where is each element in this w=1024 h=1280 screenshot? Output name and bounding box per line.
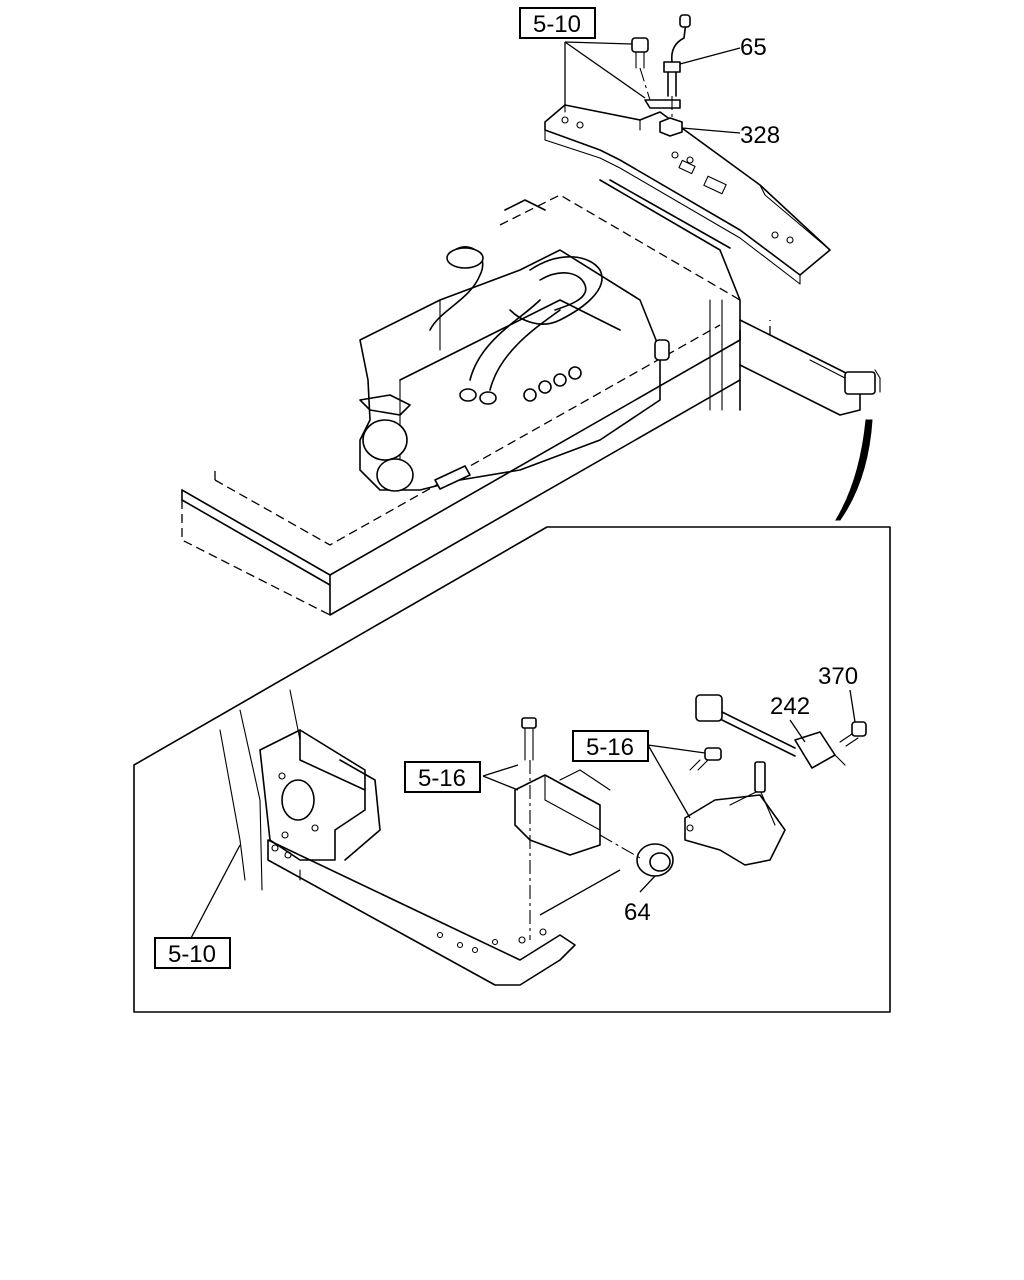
callout-leaders — [189, 41, 856, 941]
detail-leader-curve — [835, 419, 873, 521]
ref-label-top: 5-10 — [533, 11, 581, 38]
ref-label-mid-right: 5-16 — [586, 734, 634, 761]
callout-328: 328 — [740, 122, 780, 149]
callout-242: 242 — [770, 693, 810, 720]
ref-box-bottom-left — [154, 937, 231, 969]
ref-box-mid-right — [572, 730, 649, 762]
ref-label-mid-left: 5-16 — [418, 765, 466, 792]
engine-frame-assembly — [181, 179, 881, 616]
top-crossmember — [544, 14, 831, 285]
ref-box-mid-left — [404, 761, 481, 793]
callout-65: 65 — [740, 34, 767, 61]
callout-370: 370 — [818, 663, 858, 690]
callout-64: 64 — [624, 899, 651, 926]
detail-view — [133, 526, 891, 1013]
ref-label-bottom-left: 5-10 — [168, 941, 216, 968]
ref-box-top — [519, 7, 596, 39]
